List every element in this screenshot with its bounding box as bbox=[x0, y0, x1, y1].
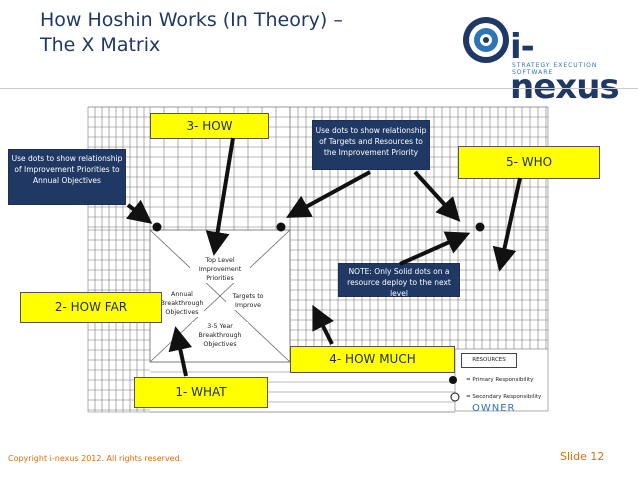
primary-legend: = Primary Responsibility bbox=[466, 377, 534, 383]
arrow-icon bbox=[399, 231, 471, 266]
open-dot-icon bbox=[450, 392, 460, 402]
label-what: 1- WHAT bbox=[134, 377, 268, 408]
logo-text: i-nexus bbox=[510, 27, 620, 107]
arrow-icon bbox=[312, 304, 334, 345]
solid-dot-icon bbox=[449, 376, 457, 384]
arrow-icon bbox=[413, 170, 461, 222]
note-dots-targets: Use dots to show relationship of Targets… bbox=[312, 120, 430, 170]
label-who: 5- WHO bbox=[458, 146, 600, 179]
solid-dot-icon bbox=[276, 222, 286, 232]
resources-label: RESOURCES bbox=[461, 353, 517, 368]
note-dots-improvement: Use dots to show relationship of Improve… bbox=[8, 149, 126, 205]
label-how-far: 2- HOW FAR bbox=[20, 292, 162, 323]
solid-dot-icon bbox=[152, 222, 162, 232]
slide-title: How Hoshin Works (In Theory) – The X Mat… bbox=[40, 8, 370, 58]
matrix-top-label: Top Level Improvement Priorities bbox=[190, 256, 250, 283]
arrow-icon bbox=[205, 137, 235, 256]
owner-label: OWNER bbox=[472, 403, 516, 414]
arrow-icon bbox=[126, 199, 153, 224]
arrow-icon bbox=[285, 170, 371, 218]
label-how-much: 4- HOW MUCH bbox=[290, 346, 455, 373]
secondary-legend: = Secondary Responsibility bbox=[466, 394, 542, 400]
label-how: 3- HOW bbox=[150, 113, 269, 139]
note-solid-dots: NOTE: Only Solid dots on a resource depl… bbox=[338, 263, 460, 298]
matrix-left-label: Annual Breakthrough Objectives bbox=[160, 290, 204, 317]
copyright: Copyright i-nexus 2012. All rights reser… bbox=[8, 454, 183, 463]
matrix-right-label: Targets to Improve bbox=[226, 292, 270, 310]
slide-title-line1: How Hoshin Works (In Theory) – bbox=[40, 9, 343, 31]
logo-tagline: STRATEGY EXECUTION SOFTWARE bbox=[512, 62, 598, 76]
arrow-icon bbox=[492, 177, 522, 272]
logo-target-icon bbox=[463, 17, 509, 63]
slide-number: Slide 12 bbox=[560, 450, 605, 463]
slide-title-line2: The X Matrix bbox=[40, 34, 161, 56]
solid-dot-icon bbox=[475, 222, 485, 232]
matrix-bottom-label: 3-5 Year Breakthrough Objectives bbox=[192, 322, 248, 349]
header-divider bbox=[0, 88, 638, 89]
arrow-icon bbox=[168, 326, 193, 377]
